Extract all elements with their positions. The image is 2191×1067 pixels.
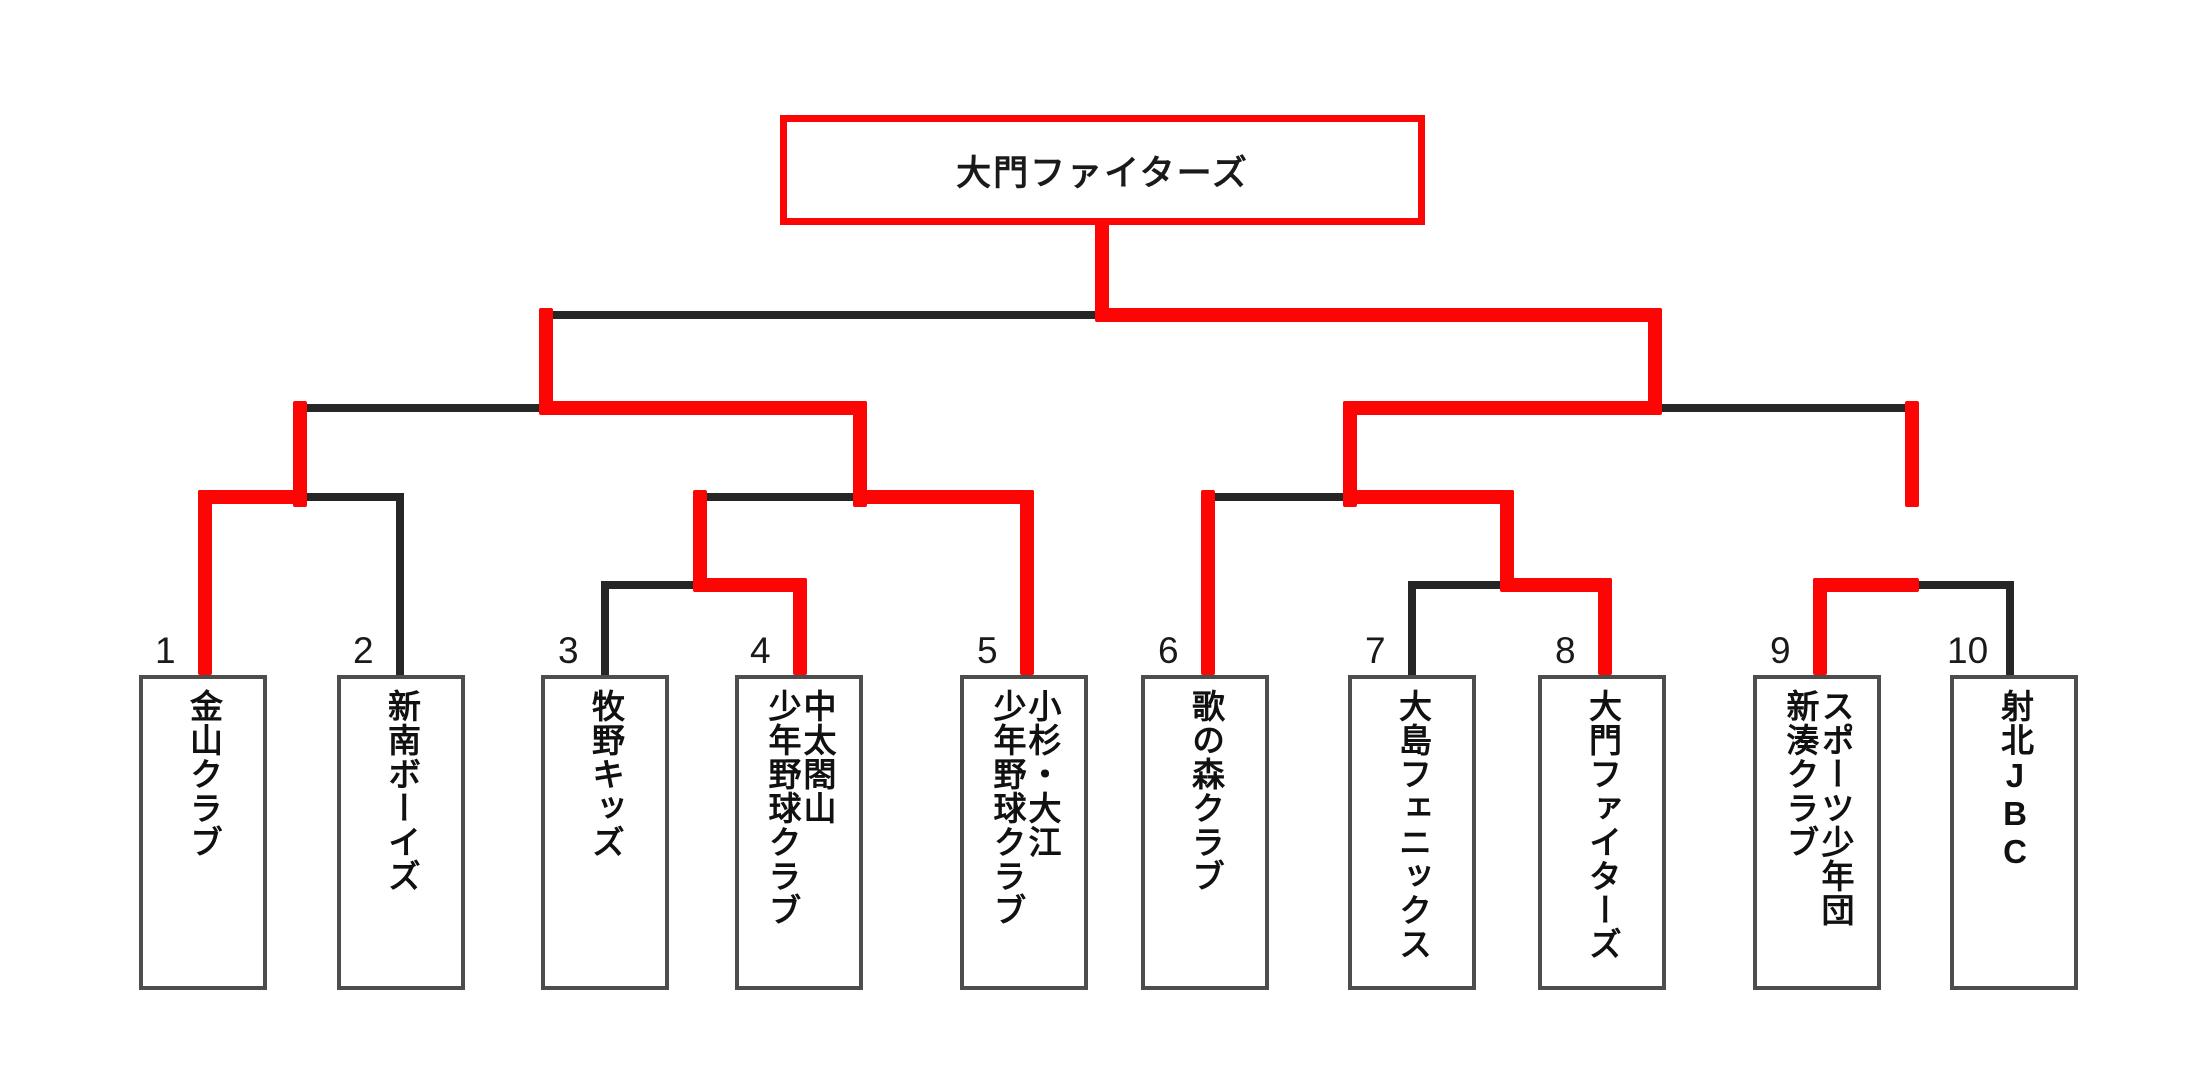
seed-label-5: 5: [977, 630, 998, 671]
team-name-8-col-0: 大門ファイターズ: [1584, 689, 1622, 961]
seed-label-7: 7: [1365, 630, 1386, 671]
connector-team-7-stem: [1408, 581, 1416, 675]
connector-semifinal-left-stem: [539, 308, 553, 414]
connector-match-9-10-bar-red: [1813, 578, 1919, 592]
connector-match-34-5-bar-red: [853, 490, 1034, 504]
team-box-1[interactable]: 金山クラブ: [139, 675, 267, 990]
seed-label-10: 10: [1947, 630, 1989, 671]
connector-team-6-stem: [1201, 490, 1215, 675]
team-box-2[interactable]: 新南ボーイズ: [337, 675, 465, 990]
seed-label-3: 3: [558, 630, 579, 671]
team-name-6-col-0: 歌の森クラブ: [1187, 689, 1225, 893]
team-name-9-col-1: 新湊クラブ: [1782, 689, 1819, 859]
connector-match-34-5-bar-black: [700, 493, 860, 501]
connector-match-1-2-bar-red: [198, 490, 307, 504]
team-name-4-col-1: 少年野球クラブ: [764, 689, 801, 927]
seed-label-2: 2: [353, 630, 374, 671]
team-name-10-col-0: 射北JBC: [1996, 689, 2034, 871]
team-name-4-col-0: 中太閤山: [798, 689, 836, 825]
team-box-9[interactable]: スポーツ少年団 新湊クラブ: [1753, 675, 1881, 990]
team-name-3-col-0: 牧野キッズ: [587, 689, 625, 859]
connector-match-1-2-bar-black: [300, 493, 403, 501]
team-name-9-col-0: スポーツ少年団: [1816, 689, 1854, 927]
team-box-5[interactable]: 小杉・大江 少年野球クラブ: [960, 675, 1088, 990]
team-name-5-col-1: 少年野球クラブ: [989, 689, 1026, 927]
connector-right-semifinal-down-b: [1905, 401, 1919, 507]
seed-label-6: 6: [1158, 630, 1179, 671]
connector-left-semifinal-down-b: [853, 401, 867, 507]
team-box-10[interactable]: 射北JBC: [1950, 675, 2078, 990]
seed-label-8: 8: [1555, 630, 1576, 671]
seed-label-9: 9: [1770, 630, 1791, 671]
team-box-7[interactable]: 大島フェニックス: [1348, 675, 1476, 990]
connector-match-6-78-bar-red: [1343, 490, 1514, 504]
team-box-8[interactable]: 大門ファイターズ: [1538, 675, 1666, 990]
connector-match-6-78-bar-black: [1208, 493, 1353, 501]
connector-team-2-stem: [396, 493, 404, 675]
connector-team-10-stem: [2006, 581, 2014, 675]
connector-final-bar-right: [1095, 308, 1662, 322]
connector-champion-stem: [1095, 222, 1109, 318]
connector-team-1-stem: [198, 490, 212, 675]
connector-team-8-stem: [1598, 578, 1612, 675]
connector-right-semifinal-bar-red: [1343, 401, 1662, 415]
team-box-4[interactable]: 中太閤山 少年野球クラブ: [735, 675, 863, 990]
connector-match-3-4-bar-red: [693, 578, 807, 592]
connector-team-9-stem: [1813, 578, 1827, 675]
connector-match-3-4-bar-black: [605, 581, 703, 589]
connector-match-7-8-bar-black: [1412, 581, 1508, 589]
team-name-5-col-0: 小杉・大江: [1023, 689, 1061, 859]
connector-winner-78-stem: [1500, 490, 1514, 588]
team-box-3[interactable]: 牧野キッズ: [541, 675, 669, 990]
team-name-7-col-0: 大島フェニックス: [1394, 689, 1432, 961]
connector-right-semifinal-down-a: [1343, 401, 1357, 507]
connector-left-semifinal-down-a: [293, 401, 307, 507]
connector-final-bar-left: [546, 311, 1106, 319]
team-name-1-col-0: 金山クラブ: [185, 689, 223, 859]
seed-label-4: 4: [750, 630, 771, 671]
connector-right-semifinal-bar-black: [1655, 404, 1913, 412]
champion-name: 大門ファイターズ: [956, 153, 1249, 193]
connector-left-semifinal-bar-black: [300, 404, 546, 412]
champion-box[interactable]: 大門ファイターズ: [780, 115, 1425, 225]
seed-label-1: 1: [155, 630, 176, 671]
connector-winner-34-stem: [693, 490, 707, 588]
connector-team-4-stem: [793, 578, 807, 675]
team-box-6[interactable]: 歌の森クラブ: [1141, 675, 1269, 990]
connector-match-7-8-bar-red: [1500, 578, 1612, 592]
team-name-2-col-0: 新南ボーイズ: [383, 689, 421, 893]
connector-team-5-stem: [1020, 490, 1034, 675]
connector-match-9-10-bar-black: [1905, 581, 2010, 589]
connector-semifinal-right-stem: [1648, 308, 1662, 414]
connector-left-semifinal-bar-red: [539, 401, 867, 415]
connector-team-3-stem: [601, 581, 609, 675]
